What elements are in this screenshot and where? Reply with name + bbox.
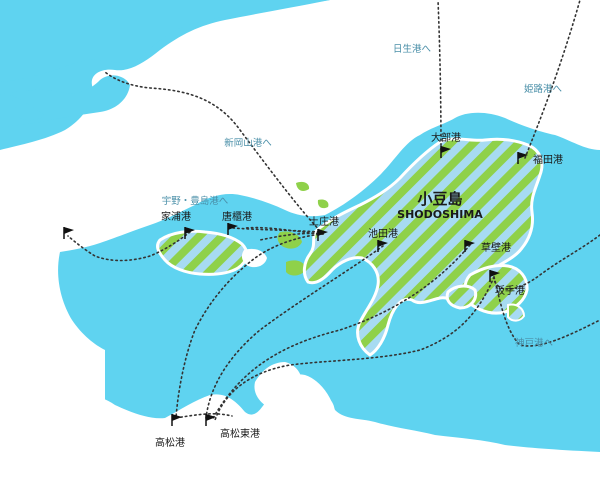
island-name: 小豆島: [417, 190, 462, 208]
prefecture-name: 香川: [211, 455, 237, 470]
port-flag-icon: [205, 414, 216, 426]
port-fukuda: 福田港: [533, 153, 563, 166]
port-flag-icon: [489, 270, 500, 282]
dest-himeji: 姫路港へ: [524, 83, 563, 95]
port-flag-icon: [317, 229, 328, 241]
teshima-island: [156, 229, 249, 276]
port-takamatsu-higashi: 高松東港: [220, 427, 260, 440]
port-ieura: 家浦港: [161, 210, 191, 223]
port-flag-icon: [440, 146, 451, 158]
port-flag-icon: [171, 414, 182, 426]
port-kusakabe: 草壁港: [481, 241, 511, 254]
port-obe: 大部港: [431, 131, 461, 144]
port-karato: 唐櫃港: [222, 210, 252, 223]
dest-kobe: 神戸港へ: [515, 337, 554, 349]
port-flags: [63, 146, 528, 426]
dest-shin-okayama: 新岡山港へ: [224, 137, 272, 149]
port-flag-icon: [464, 240, 475, 252]
prefecture-romaji: KAGAWA: [199, 472, 249, 483]
port-ikeda: 池田港: [368, 227, 398, 240]
port-flag-icon: [184, 227, 195, 239]
port-flag-icon: [377, 240, 388, 252]
port-tonosho: 土庄港: [309, 215, 339, 228]
port-flag-icon: [517, 152, 528, 164]
mainland-kagawa: [0, 374, 600, 495]
ferry-routes: [67, 0, 600, 421]
port-takamatsu: 高松港: [155, 436, 185, 449]
dest-hinase: 日生港へ: [393, 43, 432, 55]
dest-uno-toyoshima: 宇野・豊島港へ: [162, 195, 229, 207]
port-flag-icon: [227, 223, 238, 235]
island-romaji: SHODOSHIMA: [397, 208, 483, 221]
port-sakate: 坂手港: [495, 284, 525, 297]
port-flag-icon: [63, 227, 74, 239]
